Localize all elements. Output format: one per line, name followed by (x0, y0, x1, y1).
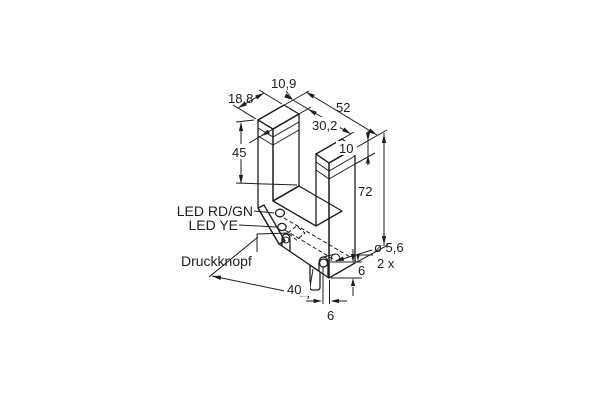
dim-hole-edge-offset: 6 (327, 308, 334, 323)
led-ye-leader (238, 224, 277, 228)
dim-hole-spacing: 40 (287, 282, 301, 297)
dimension-texts: 10,9 18,8 52 30,2 45 10 72 ø 5,6 2 x 6 4… (228, 76, 404, 323)
dim-overall-height: 72 (358, 184, 372, 199)
dim-slot-depth: 45 (232, 145, 246, 160)
mounting-hole-left (282, 236, 290, 244)
dimension-top-cluster (257, 90, 388, 164)
dim-hole-diameter: ø 5,6 (374, 240, 404, 255)
mounting-hole-right (318, 258, 329, 268)
dim-window-height: 10 (339, 141, 353, 156)
label-backgrounds (229, 117, 380, 296)
led-rd-gn-leader (253, 210, 275, 214)
dimension-thickness (232, 89, 283, 120)
led-ye-indicator (277, 222, 287, 232)
label-led-rd-gn: LED RD/GN (177, 203, 253, 219)
dim-hole-height: 6 (358, 263, 365, 278)
label-pushbutton: Druckknopf (181, 253, 252, 269)
sensor-chamfer-face (257, 204, 286, 245)
label-led-ye: LED YE (188, 217, 238, 233)
dimension-right-cluster (354, 131, 389, 263)
led-rd-gn-indicator (274, 208, 286, 218)
mounting-features (281, 233, 341, 291)
pushbutton-outline (287, 225, 306, 241)
dim-prong-top-width: 10,9 (271, 76, 296, 91)
dim-housing-thickness: 18,8 (228, 91, 253, 106)
sensor-front-face (257, 119, 330, 279)
sensor-body (257, 104, 356, 279)
feature-labels: LED RD/GN LED YE Druckknopf (177, 203, 253, 269)
status-leds (274, 208, 287, 232)
slot-bottom-face (272, 185, 343, 227)
pushbutton-leader (256, 232, 289, 252)
dim-hole-count: 2 x (377, 256, 395, 271)
label-leaders (238, 210, 289, 252)
dim-slot-width: 30,2 (312, 118, 337, 133)
hidden-edges (283, 217, 351, 260)
dim-overall-length: 52 (336, 100, 350, 115)
mounting-notch-left (281, 233, 291, 251)
